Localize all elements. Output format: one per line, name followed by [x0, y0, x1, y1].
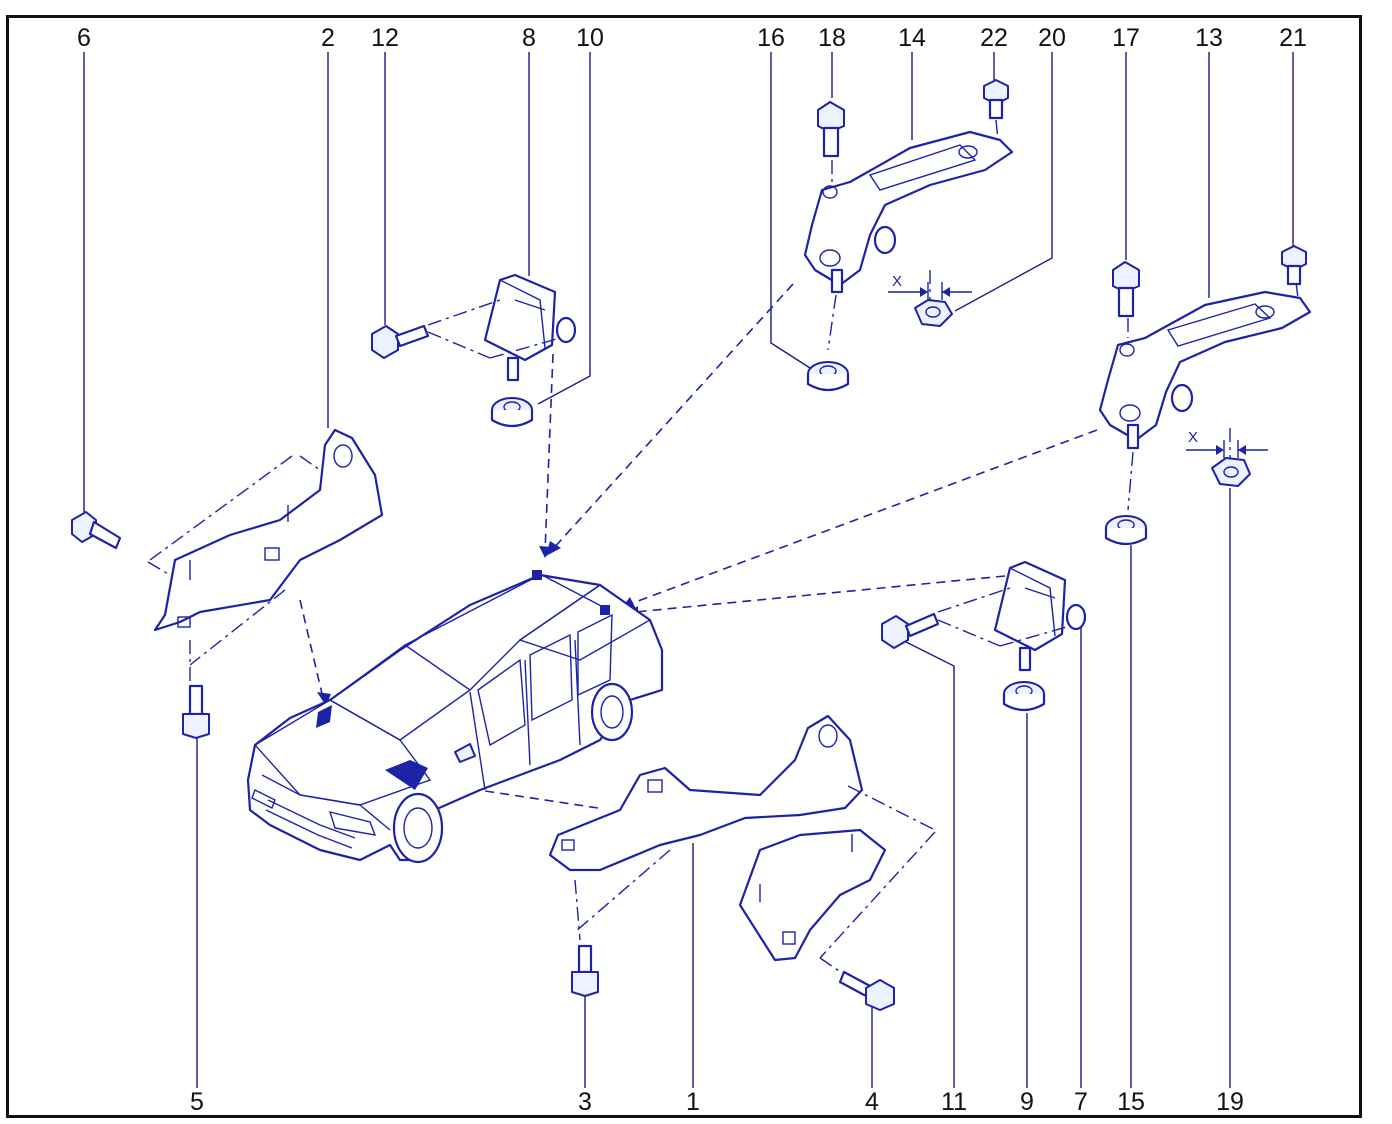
- bolt-icon-part-11: [881, 612, 940, 649]
- callout-7: 7: [1074, 1088, 1088, 1116]
- callout-8: 8: [522, 24, 536, 52]
- bolt-icon-part-5: [182, 684, 210, 739]
- diagram-frame: [6, 15, 1362, 1118]
- callout-3: 3: [578, 1088, 592, 1116]
- callout-17: 17: [1112, 24, 1140, 52]
- callout-21: 21: [1279, 24, 1307, 52]
- hinge-icon-part-8: [427, 273, 577, 382]
- callout-1: 1: [686, 1088, 700, 1116]
- callout-20: 20: [1038, 24, 1066, 52]
- callout-15: 15: [1117, 1088, 1145, 1116]
- dimension-x-lower: X: [1186, 429, 1268, 458]
- bolt-icon-part-6: [71, 511, 122, 550]
- nut-icon-part-10: [490, 397, 534, 428]
- callout-13: 13: [1195, 24, 1223, 52]
- leader-lines: [83, 52, 1294, 1088]
- hinge-icon-part-14: [803, 119, 1014, 351]
- nut-icon-part-9: [1002, 681, 1046, 712]
- nut-icon-part-19: [1211, 457, 1251, 487]
- callout-4: 4: [865, 1088, 879, 1116]
- car-icon: [246, 570, 664, 864]
- hinge-icon-part-13: [1098, 281, 1312, 511]
- top-callouts: 6 2 12 8 10 16 18 14 22 20 17 13 21: [77, 24, 1307, 52]
- bolt-icon-part-21: [1281, 245, 1307, 286]
- callout-6: 6: [77, 24, 91, 52]
- hinge-icon-part-1: [548, 714, 936, 976]
- callout-19: 19: [1216, 1088, 1244, 1116]
- callout-14: 14: [898, 24, 926, 52]
- bolt-icon-part-22: [983, 79, 1009, 120]
- nut-icon-part-20: [914, 299, 953, 327]
- hinge-icon-part-7: [937, 560, 1087, 672]
- callout-10: 10: [576, 24, 604, 52]
- callout-9: 9: [1020, 1088, 1034, 1116]
- callout-22: 22: [980, 24, 1008, 52]
- bolt-icon-part-18: [817, 101, 845, 158]
- callout-18: 18: [818, 24, 846, 52]
- nut-icon-part-15: [1104, 515, 1148, 546]
- bottom-callouts: 5 3 1 4 11 9 7 15 19: [190, 1088, 1244, 1116]
- hinge-icon-part-2: [147, 428, 384, 690]
- callout-2: 2: [321, 24, 335, 52]
- dimension-label-x-lower: X: [1188, 429, 1198, 446]
- dimension-x-upper: X: [888, 273, 972, 300]
- bolt-icon-part-17: [1112, 261, 1140, 318]
- callout-5: 5: [190, 1088, 204, 1116]
- bolt-icon-part-3: [571, 944, 599, 997]
- dimension-label-x-upper: X: [892, 273, 902, 290]
- nut-icon-part-16: [806, 361, 850, 392]
- bolt-icon-part-4: [838, 970, 895, 1011]
- callout-11: 11: [941, 1088, 967, 1116]
- callout-16: 16: [757, 24, 785, 52]
- callout-12: 12: [371, 24, 399, 52]
- bolt-icon-part-12: [371, 324, 430, 359]
